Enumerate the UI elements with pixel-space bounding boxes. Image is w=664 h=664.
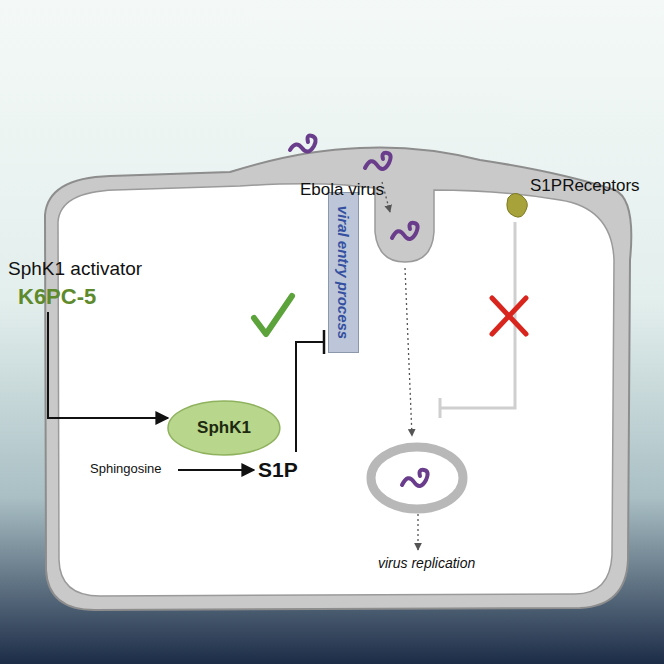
process-label: virus replication	[378, 555, 475, 571]
cell-membrane	[45, 148, 631, 611]
substrate-label: Sphingosine	[90, 461, 162, 476]
s1p-receptor	[507, 193, 527, 217]
enzyme-ellipse: SphK1	[167, 400, 281, 456]
compound-name: K6PC-5	[18, 284, 96, 310]
receptor-inhibition-line	[440, 222, 515, 408]
virus-path-arrow	[382, 182, 418, 550]
s1p-inhibition-line	[296, 342, 324, 452]
red-cross	[492, 298, 526, 334]
ebola-virus	[290, 136, 428, 486]
green-check	[254, 296, 292, 334]
cell-interior	[58, 184, 614, 596]
process-bar: viral entry process	[328, 192, 359, 353]
endosome-vesicle	[371, 447, 463, 509]
conversion-arrow	[178, 469, 254, 471]
activation-arrow	[48, 312, 168, 418]
inhibition-bar	[323, 330, 326, 354]
receptor-label: S1PReceptors	[530, 176, 640, 196]
activator-label: SphK1 activator	[8, 258, 142, 280]
inhibition-bar	[439, 398, 442, 418]
virus-label: Ebola virus	[300, 180, 384, 200]
node-text: SphK1	[197, 418, 251, 438]
node-text: viral entry process	[335, 206, 352, 339]
product-label: S1P	[258, 458, 298, 482]
